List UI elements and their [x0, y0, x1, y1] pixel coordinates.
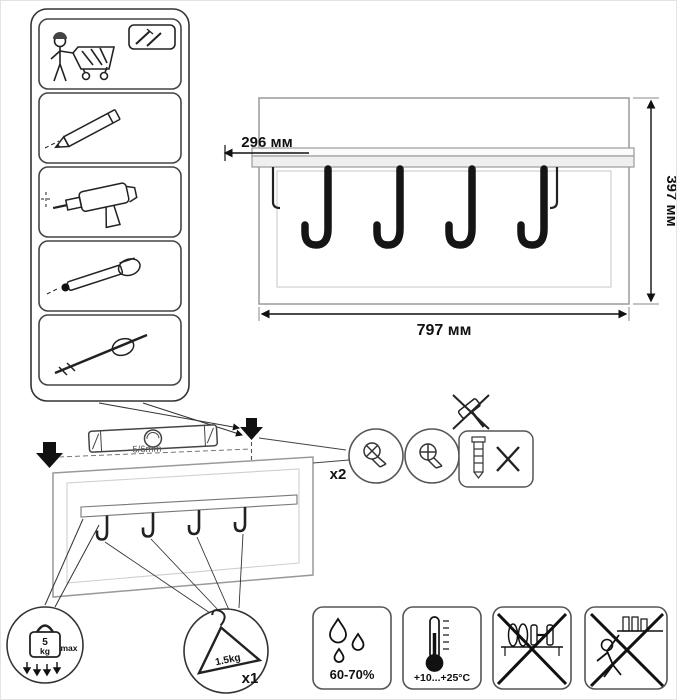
- panel-back: [258, 97, 630, 305]
- shelf-bracket-left: [271, 167, 281, 210]
- load-limits: 5 kg max 1.5kg x1: [6, 518, 269, 694]
- tool-step-box: [38, 314, 182, 386]
- spirit-level-icon: [87, 424, 219, 453]
- humidity-label: 60-70%: [330, 667, 375, 682]
- weight-icon: [29, 624, 61, 658]
- no-climbing-icon: [589, 612, 665, 688]
- conditions: 60-70% +10...+25°C: [312, 606, 668, 690]
- max-label: max: [60, 643, 77, 653]
- shelf-top: [251, 147, 635, 157]
- person-cart-icon: [50, 24, 176, 82]
- temperature-label: +10...+25°C: [414, 672, 471, 684]
- drill-size-label: 5/6mm: [132, 443, 161, 455]
- dimensions: 296 мм 397 мм 797 мм: [223, 97, 677, 339]
- tool-step-box: [38, 166, 182, 238]
- mount-rod-icon: [54, 333, 148, 376]
- tools-panel-frame: [30, 8, 190, 402]
- wall-anchor-icon: [419, 443, 443, 469]
- no-hammer-icon: [452, 394, 490, 430]
- no-heavy-load-icon: [496, 612, 568, 686]
- product-view: [251, 97, 635, 305]
- height-dimension-label: 397 мм: [663, 175, 677, 226]
- load-arrows-icon: [22, 662, 62, 677]
- hanger-count-label: x1: [242, 670, 259, 687]
- panel-inner-frame: [276, 170, 612, 288]
- anchor-detail-circle: [404, 428, 460, 484]
- tool-step-box: [38, 240, 182, 312]
- dowel-insert-icon: [46, 257, 141, 295]
- tool-step-box: [38, 18, 182, 90]
- hanger-load-label: 1.5kg: [214, 652, 241, 668]
- depth-dimension-label: 296 мм: [241, 134, 292, 151]
- humidity-icon: [329, 617, 365, 663]
- shelf-front: [251, 155, 635, 168]
- thermometer-icon: [425, 616, 449, 672]
- max-weight-value: 5: [42, 637, 48, 648]
- hanger-icon: 1.5kg: [196, 609, 263, 675]
- coat-hook-icon: [445, 165, 476, 249]
- max-weight-unit: kg: [40, 646, 50, 656]
- shelf-bracket-right: [549, 167, 559, 210]
- tools-panel: [30, 8, 190, 402]
- mounted-panel-hooks: [95, 507, 247, 541]
- tool-step-box: [38, 92, 182, 164]
- assembly-view: 5/6mm x2: [36, 394, 534, 598]
- width-dimension-label: 797 мм: [417, 322, 472, 339]
- wall-anchor-icon: [363, 442, 387, 468]
- coat-hook-icon: [373, 165, 404, 249]
- coat-hook-icon: [301, 165, 332, 249]
- drill-icon: [41, 182, 138, 229]
- mounted-panel: [52, 456, 314, 598]
- anchor-detail-box: [458, 430, 534, 488]
- anchors-count-label: x2: [330, 466, 347, 483]
- wall-plug-icon: [471, 436, 486, 479]
- coat-hook-icon: [517, 165, 548, 249]
- mount-arrow-icon: [240, 418, 263, 440]
- pencil-icon: [44, 109, 121, 149]
- mount-arrow-icon: [36, 442, 63, 468]
- temperature-box: [402, 606, 482, 690]
- cross-mark-icon: [496, 446, 520, 472]
- coat-hooks: [301, 165, 548, 249]
